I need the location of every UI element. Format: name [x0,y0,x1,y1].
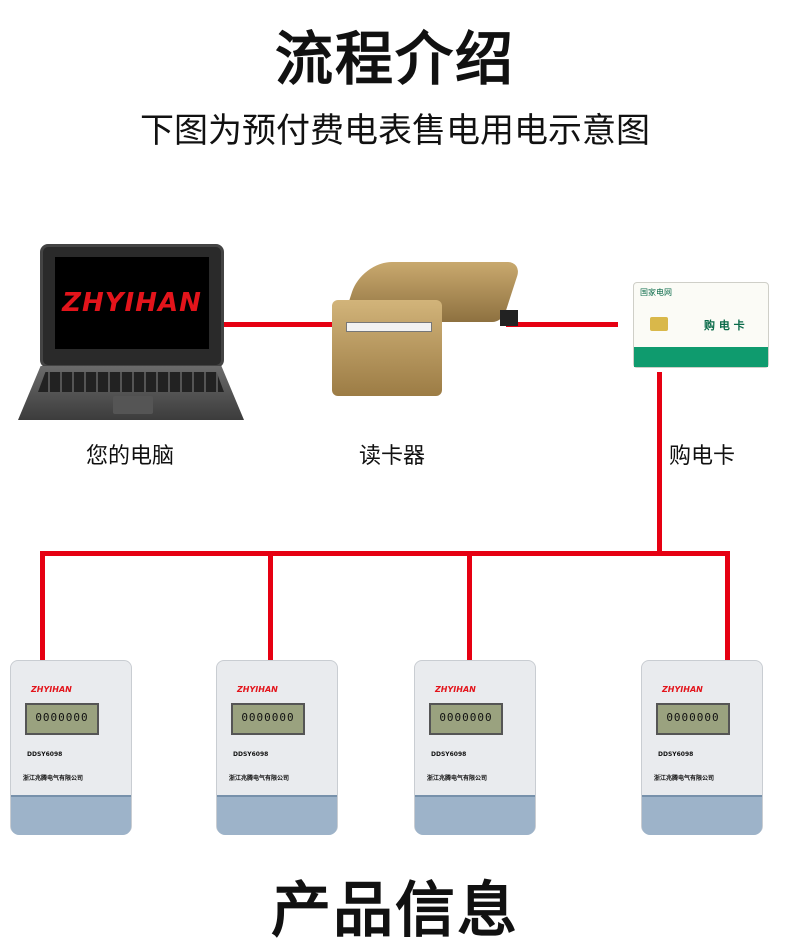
connector-bus [40,551,730,556]
meter-terminal-cover [11,795,131,835]
card-reader-cable [500,310,518,326]
meter-reading: 0000000 [439,711,493,724]
meter-lcd: 0000000 [231,703,305,735]
laptop-icon: ZHYIHAN [40,244,224,368]
connector-card-down [657,372,662,555]
reader-label: 读卡器 [358,444,425,469]
meter-model: DDSY6098 [431,751,467,758]
card-chip [650,317,668,331]
meter-terminal-cover [217,795,337,835]
meter-company: 浙江兆腾电气有限公司 [23,775,84,782]
meter-brand: ZHYIHAN [662,685,703,694]
meter-company: 浙江兆腾电气有限公司 [229,775,290,782]
page-subtitle: 下图为预付费电表售电用电示意图 [140,111,650,151]
laptop-brand-text: ZHYIHAN [62,288,202,318]
meter-model: DDSY6098 [233,751,269,758]
meter-lcd: 0000000 [25,703,99,735]
meter-company: 浙江兆腾电气有限公司 [654,775,715,782]
meter-company: 浙江兆腾电气有限公司 [427,775,488,782]
meter-reading: 0000000 [666,711,720,724]
card-reader-body [332,300,442,396]
laptop-touchpad [113,396,153,414]
page-title: 流程介绍 [274,25,515,93]
meter-brand: ZHYIHAN [237,685,278,694]
connector-reader-card [506,322,618,327]
card-logo-text: 国家电网 [640,288,672,297]
card-label: 购电卡 [668,444,735,469]
connector-laptop-reader [222,322,334,327]
electricity-card-icon: 国家电网 购 电 卡 [633,282,769,368]
meter-1: ZHYIHAN 0000000 DDSY6098 浙江兆腾电气有限公司 [10,660,132,835]
meter-terminal-cover [642,795,762,835]
card-stripe [634,347,768,367]
product-info-title: 产品信息 [271,876,519,946]
computer-label: 您的电脑 [85,444,174,469]
card-reader-slot [346,322,432,332]
meter-model: DDSY6098 [27,751,63,758]
laptop-keyboard [38,372,224,392]
connector-drop-1 [40,551,45,661]
meter-lcd: 0000000 [429,703,503,735]
meter-4: ZHYIHAN 0000000 DDSY6098 浙江兆腾电气有限公司 [641,660,763,835]
meter-lcd: 0000000 [656,703,730,735]
connector-drop-4 [725,551,730,661]
laptop-display: ZHYIHAN [55,257,209,349]
meter-brand: ZHYIHAN [31,685,72,694]
meter-2: ZHYIHAN 0000000 DDSY6098 浙江兆腾电气有限公司 [216,660,338,835]
meter-reading: 0000000 [35,711,89,724]
meter-model: DDSY6098 [658,751,694,758]
meter-reading: 0000000 [241,711,295,724]
card-title-text: 购 电 卡 [704,319,745,332]
connector-drop-3 [467,551,472,661]
meter-terminal-cover [415,795,535,835]
meter-3: ZHYIHAN 0000000 DDSY6098 浙江兆腾电气有限公司 [414,660,536,835]
connector-drop-2 [268,551,273,661]
meter-brand: ZHYIHAN [435,685,476,694]
